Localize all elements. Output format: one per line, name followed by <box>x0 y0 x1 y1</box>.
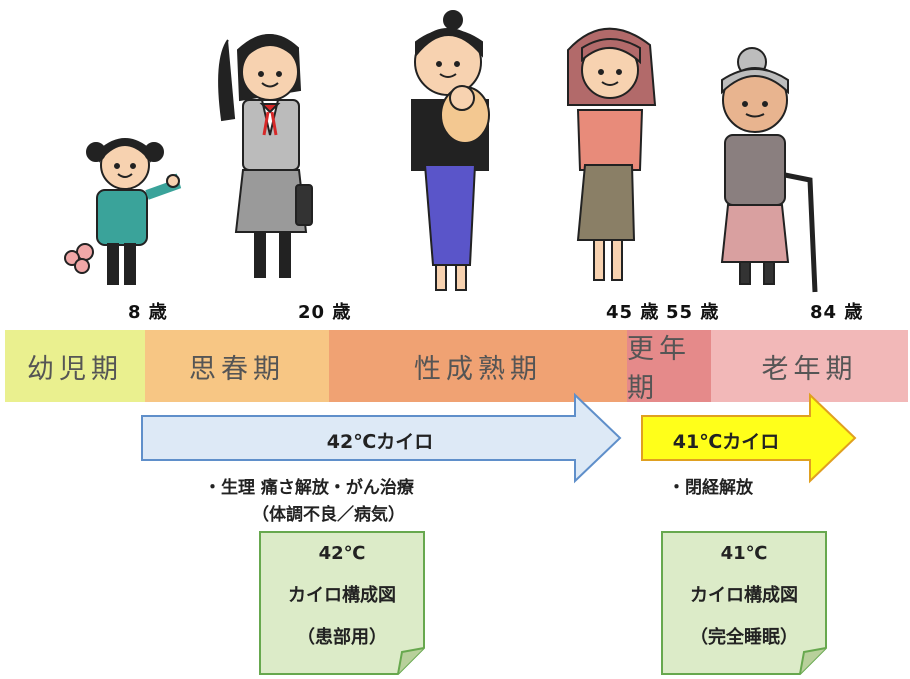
left-card-line1: 42℃ <box>318 543 366 564</box>
right-arrow-shape <box>641 392 857 484</box>
right-card-line1: 41℃ <box>720 543 768 564</box>
left-arrow-shape <box>141 392 622 484</box>
left-note-line2: （体調不良／病気） <box>252 505 405 525</box>
age-label-8: 8 歳 <box>128 302 168 323</box>
left-card: 42℃ カイロ構成図 （患部用） <box>260 533 424 659</box>
left-card-line3: （患部用） <box>297 627 387 648</box>
stage-maturity: 性成熟期 <box>329 330 627 402</box>
student-figure <box>218 34 313 278</box>
elderly-woman-with-cane-figure <box>720 47 818 293</box>
left-card-line2: カイロ構成図 <box>288 585 396 606</box>
middle-aged-woman-figure <box>567 27 657 281</box>
left-note-line1: ・生理 痛さ解放・がん治療 <box>204 478 414 498</box>
life-stage-figures <box>64 10 818 293</box>
stage-elderly: 老年期 <box>711 330 908 402</box>
girl-child-figure <box>64 138 182 285</box>
right-card-line2: カイロ構成図 <box>690 585 798 606</box>
left-arrow-label: 42℃カイロ <box>326 431 434 453</box>
right-card-line3: （完全睡眠） <box>690 627 798 648</box>
age-label-84: 84 歳 <box>810 302 864 323</box>
stage-menopause: 更年期 <box>627 330 711 404</box>
age-label-55: 55 歳 <box>666 302 720 323</box>
cards-layer <box>259 531 827 675</box>
right-arrow-label: 41℃カイロ <box>672 431 780 453</box>
stage-infancy: 幼児期 <box>5 330 145 402</box>
right-note-line1: ・閉経解放 <box>668 478 753 498</box>
age-label-20: 20 歳 <box>298 302 352 323</box>
stage-puberty: 思春期 <box>145 330 329 402</box>
mother-with-baby-figure <box>411 10 490 291</box>
arrows-layer <box>141 392 857 484</box>
age-label-45: 45 歳 <box>606 302 660 323</box>
right-card: 41℃ カイロ構成図 （完全睡眠） <box>662 533 826 659</box>
